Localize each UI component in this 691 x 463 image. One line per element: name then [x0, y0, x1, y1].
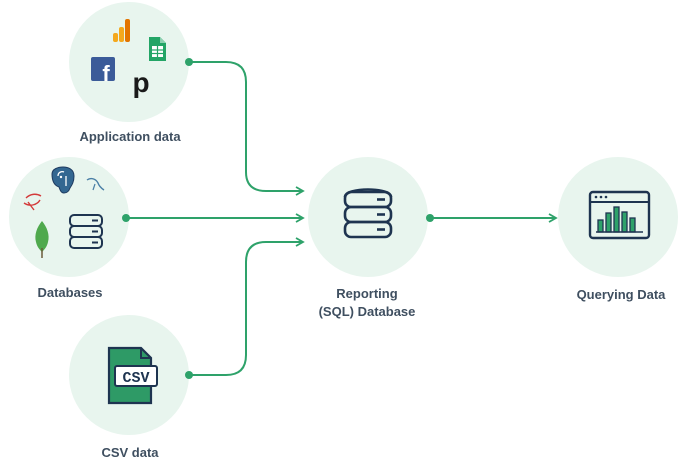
reporting-database-icon	[343, 188, 393, 239]
reporting-label-line2: (SQL) Database	[318, 304, 416, 319]
google-analytics-icon	[113, 19, 130, 42]
application-data-node	[69, 2, 189, 122]
connector-reporting-to-querying	[426, 213, 558, 223]
pipedrive-icon: p	[132, 67, 149, 98]
mysql-icon	[86, 177, 105, 191]
database-server-icon	[69, 214, 103, 249]
facebook-icon-letter: f	[102, 61, 110, 86]
facebook-icon: f	[91, 57, 115, 86]
mongodb-icon	[35, 221, 49, 258]
reporting-database-node	[308, 157, 428, 277]
postgresql-icon	[51, 166, 75, 194]
connector-csv-to-reporting	[185, 237, 305, 379]
reporting-label-line1: Reporting	[336, 286, 398, 301]
dashboard-chart-icon	[588, 190, 651, 240]
databases-label: Databases	[37, 285, 103, 300]
reporting-database-label: Reporting (SQL) Database	[287, 285, 447, 321]
connector-application-to-reporting	[185, 58, 305, 196]
csv-file-icon: CSV	[107, 346, 158, 405]
connector-databases-to-reporting	[122, 213, 305, 223]
csv-data-label: CSV data	[101, 445, 159, 460]
pipedrive-icon-letter: p	[132, 67, 149, 98]
application-data-label: Application data	[79, 129, 181, 144]
sql-server-icon	[23, 193, 42, 211]
google-sheets-icon	[149, 37, 166, 61]
csv-icon-text: CSV	[122, 370, 149, 387]
querying-data-label: Querying Data	[576, 287, 666, 302]
